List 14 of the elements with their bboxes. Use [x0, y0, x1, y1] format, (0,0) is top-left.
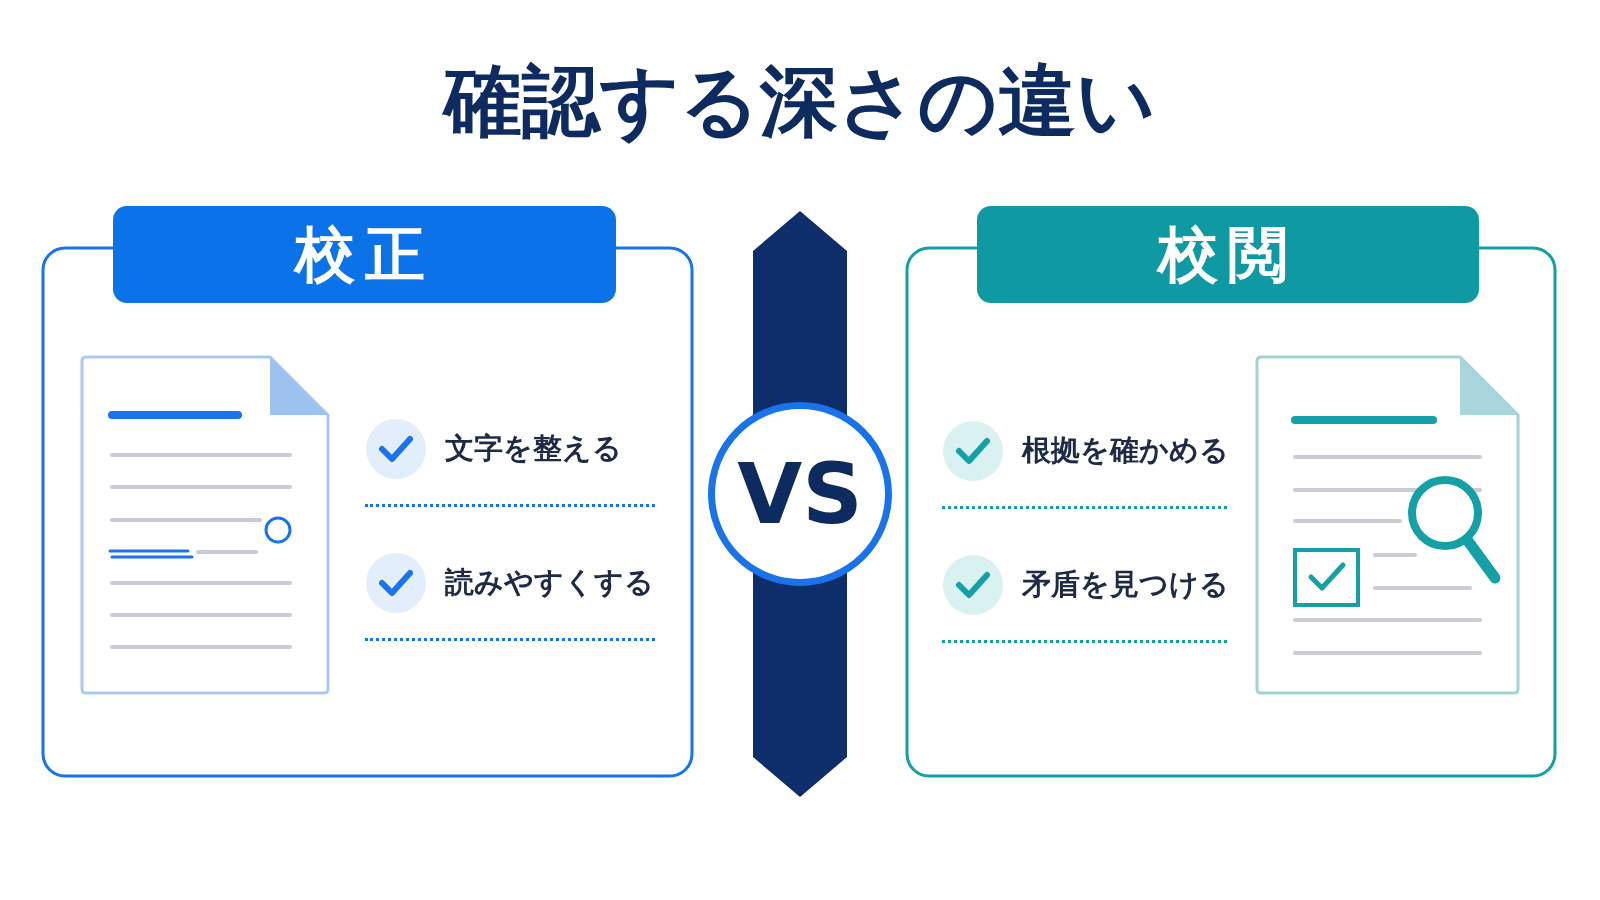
checklist-item	[942, 552, 1227, 643]
checklist-item	[365, 550, 655, 641]
comparison-panel	[905, 206, 1557, 778]
vs-badge: VS	[708, 402, 892, 586]
item-text: 根拠を確かめる	[1022, 432, 1229, 469]
item-text: 矛盾を見つける	[1022, 566, 1229, 603]
panel-heading: 校正	[113, 206, 616, 303]
title: 確認する深さの違い	[441, 55, 1157, 148]
checklist-item	[942, 418, 1227, 509]
item-text: 文字を整える	[445, 430, 622, 467]
comparison-panel	[41, 206, 694, 778]
panel-heading: 校閲	[977, 206, 1479, 303]
checklist-item	[365, 416, 655, 507]
item-text: 読みやすくする	[445, 564, 654, 601]
